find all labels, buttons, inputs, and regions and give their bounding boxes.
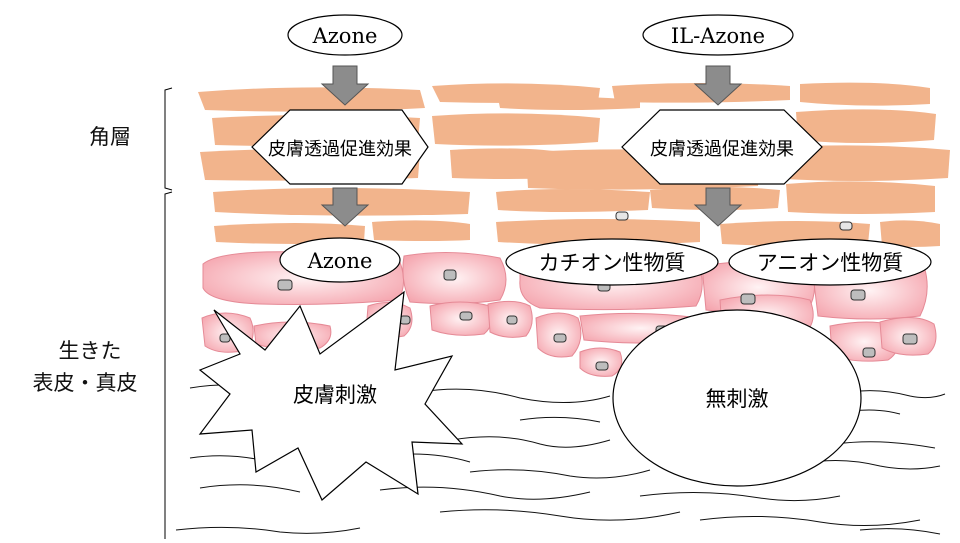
living-skin-bracket — [164, 191, 173, 539]
arrow-down-icon — [693, 187, 743, 227]
stratum-corneum-label: 角層 — [89, 125, 131, 149]
azone-input-label: Azone — [312, 24, 378, 48]
stratum-corneum-bracket — [164, 87, 173, 191]
azone-result-label: Azone — [307, 249, 373, 273]
effect-left-label: 皮膚透過促進効果 — [268, 139, 412, 160]
living-skin-label-line2: 表皮・真皮 — [32, 371, 138, 395]
anionic-result-node: アニオン性物質 — [728, 238, 932, 286]
effect-right-label: 皮膚透過促進効果 — [650, 139, 794, 160]
flow-arrows — [320, 65, 743, 227]
cationic-result-label: カチオン性物質 — [539, 251, 686, 275]
irritation-burst: 皮膚刺激 — [198, 290, 464, 501]
arrow-down-icon — [320, 187, 370, 227]
no-irritation-label: 無刺激 — [706, 387, 769, 411]
irritation-label: 皮膚刺激 — [293, 383, 377, 407]
anionic-result-label: アニオン性物質 — [757, 251, 904, 275]
corneum-nuclei — [615, 211, 853, 231]
arrow-down-icon — [320, 65, 370, 106]
no-irritation-node: 無刺激 — [612, 309, 862, 487]
effect-box-right: 皮膚透過促進効果 — [621, 109, 823, 185]
azone-result-node: Azone — [279, 237, 401, 283]
living-skin-label-line1: 生きた — [58, 339, 122, 363]
cationic-result-node: カチオン性物質 — [505, 238, 719, 286]
effect-box-left: 皮膚透過促進効果 — [251, 109, 429, 185]
il-azone-input-node: IL-Azone — [642, 14, 794, 56]
arrow-down-icon — [693, 65, 743, 106]
il-azone-input-label: IL-Azone — [671, 24, 765, 48]
azone-input-node: Azone — [287, 14, 403, 56]
